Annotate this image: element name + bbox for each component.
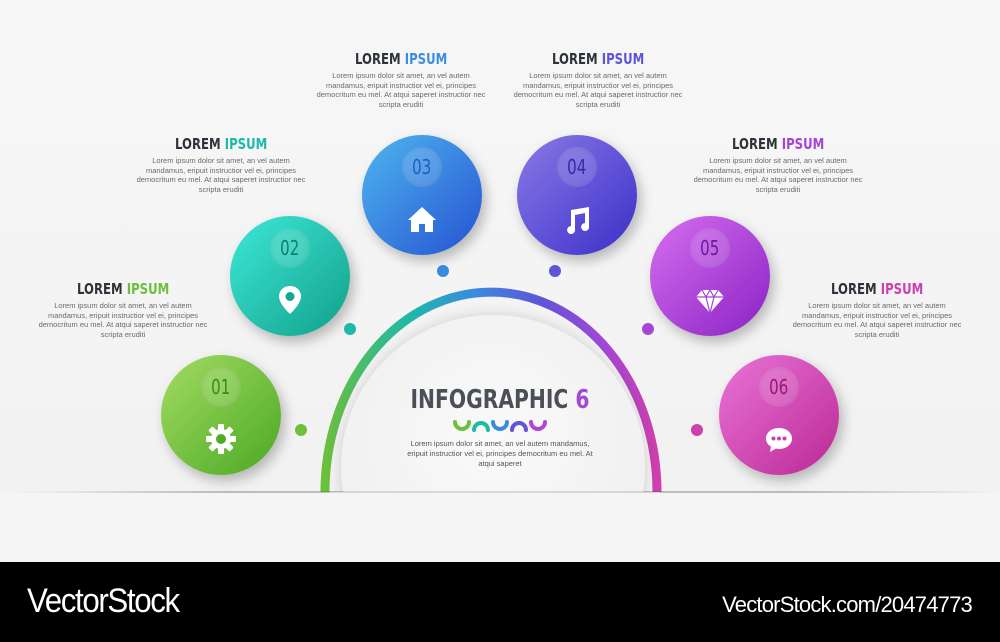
step-node-04[interactable]: 04 [517,135,637,255]
connector-dot-5 [642,323,654,335]
step-title: LOREM IPSUM [76,280,170,298]
disc-mask [330,492,660,562]
step-node-06[interactable]: 06 [719,355,839,475]
chat-bubble-icon [766,428,792,452]
step-title: LOREM IPSUM [731,135,825,153]
connector-dot-4 [549,265,561,277]
step-description: Lorem ipsum dolor sit amet, an vel autem… [693,156,863,194]
step-number-badge: 06 [759,367,799,407]
step-label-05: LOREM IPSUM Lorem ipsum dolor sit amet, … [693,135,863,194]
step-number-badge: 03 [402,147,442,187]
wave-decoration [453,420,547,432]
home-icon [408,207,436,232]
center-title-number: 6 [575,385,590,415]
step-label-03: LOREM IPSUM Lorem ipsum dolor sit amet, … [316,50,486,109]
step-title: LOREM IPSUM [354,50,448,68]
connector-dot-2 [344,323,356,335]
step-description: Lorem ipsum dolor sit amet, an vel autem… [316,71,486,109]
gradient-arc [320,287,662,493]
step-number-badge: 04 [557,147,597,187]
step-number-badge: 01 [201,367,241,407]
diamond-icon [696,288,724,314]
connector-dot-1 [295,424,307,436]
step-label-04: LOREM IPSUM Lorem ipsum dolor sit amet, … [513,50,683,109]
shelf-line-front [0,491,1000,493]
image-url: VectorStock.com/20474773 [722,592,973,617]
step-node-03[interactable]: 03 [362,135,482,255]
step-node-05[interactable]: 05 [650,216,770,336]
step-node-02[interactable]: 02 [230,216,350,336]
step-label-02: LOREM IPSUM Lorem ipsum dolor sit amet, … [136,135,306,194]
step-node-01[interactable]: 01 [161,355,281,475]
music-note-icon [567,207,590,234]
infographic-canvas: INFOGRAPHIC 6 Lorem ipsum dolor sit amet… [0,0,1000,562]
step-label-06: LOREM IPSUM Lorem ipsum dolor sit amet, … [792,280,962,339]
brand-logo: VectorStock [27,582,180,620]
step-title: LOREM IPSUM [830,280,924,298]
step-title: LOREM IPSUM [551,50,645,68]
step-description: Lorem ipsum dolor sit amet, an vel autem… [792,301,962,339]
footer-bar: VectorStock VectorStock.com/20474773 [0,562,1000,642]
connector-dot-3 [437,265,449,277]
step-number-badge: 02 [270,228,310,268]
center-title-word: INFOGRAPHIC [410,385,569,415]
step-description: Lorem ipsum dolor sit amet, an vel autem… [136,156,306,194]
step-label-01: LOREM IPSUM Lorem ipsum dolor sit amet, … [38,280,208,339]
step-description: Lorem ipsum dolor sit amet, an vel autem… [38,301,208,339]
center-description: Lorem ipsum dolor sit amet, an vel autem… [407,439,593,468]
step-number-badge: 05 [690,228,730,268]
connector-dot-6 [691,424,703,436]
center-title: INFOGRAPHIC 6 [391,385,609,415]
step-description: Lorem ipsum dolor sit amet, an vel autem… [513,71,683,109]
location-pin-icon [279,286,301,314]
gear-icon [206,424,236,454]
step-title: LOREM IPSUM [174,135,268,153]
